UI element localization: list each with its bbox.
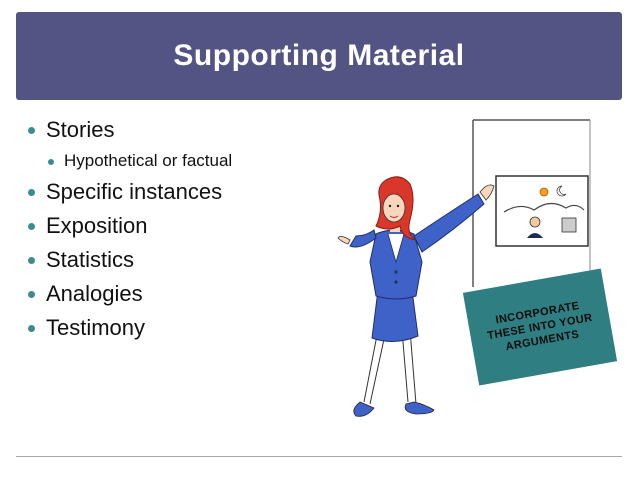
bullet-dot-icon [28, 189, 35, 196]
bullet-text: Analogies [46, 281, 143, 306]
bullet-item: Specific instances [26, 175, 232, 209]
bullet-dot-icon [28, 291, 35, 298]
slide-title: Supporting Material [173, 39, 465, 72]
bullet-item: Exposition [26, 209, 232, 243]
bullet-item: Testimony [26, 311, 232, 345]
picture-frame-icon [495, 175, 589, 247]
bullet-dot-icon [28, 223, 35, 230]
bullet-item: Stories [26, 113, 232, 147]
woman-figure-icon [337, 176, 495, 417]
title-bar: Supporting Material [16, 12, 622, 100]
bullet-dot-icon [28, 257, 35, 264]
bullet-dot-icon [28, 127, 35, 134]
bullet-text: Stories [46, 117, 115, 142]
bullet-text: Hypothetical or factual [64, 151, 233, 170]
bottom-divider [16, 456, 622, 457]
callout-text: INCORPORATE THESE INTO YOUR ARGUMENTS [486, 299, 594, 354]
bullet-text: Exposition [46, 213, 148, 238]
bullet-item: Analogies [26, 277, 232, 311]
bullet-list: Stories Hypothetical or factual Specific… [26, 113, 232, 345]
bullet-item: Statistics [26, 243, 232, 277]
sub-bullet-item: Hypothetical or factual [26, 147, 232, 175]
presenter-illustration [337, 119, 591, 417]
bullet-text: Testimony [46, 315, 146, 340]
bullet-text: Statistics [46, 247, 135, 272]
bullet-dot-icon [28, 325, 35, 332]
bullet-dot-icon [48, 159, 54, 165]
bullet-text: Specific instances [46, 179, 223, 204]
